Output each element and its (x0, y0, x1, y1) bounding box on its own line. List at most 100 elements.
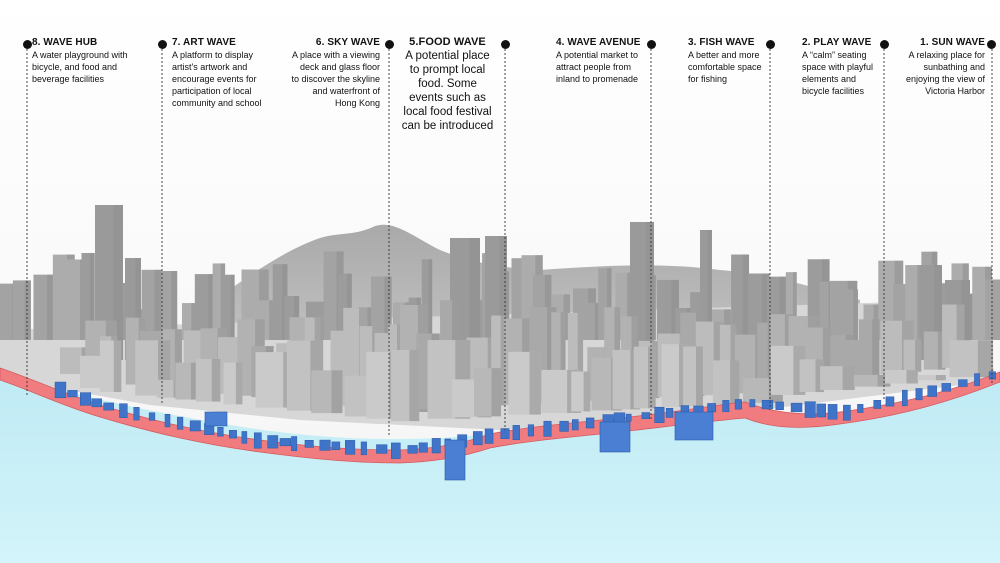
waterfront-structure (189, 420, 201, 432)
building (194, 274, 216, 340)
fish-wave-desc: A better and more comfortable space for … (688, 50, 762, 84)
building (949, 340, 994, 378)
waterfront-structure (775, 401, 784, 410)
sky-wave-label: 6. SKY WAVE A place with a viewing deck … (290, 36, 380, 109)
waterfront-structure (319, 439, 331, 451)
play-wave-title: 2. PLAY WAVE (802, 37, 872, 48)
building (844, 289, 858, 340)
fish-wave-label: 3. FISH WAVE A better and more comfortab… (688, 36, 768, 85)
food-wave-marker (501, 40, 510, 49)
sun-wave-label: 1. SUN WAVE A relaxing place for sunbath… (900, 36, 985, 97)
waterfront-structure (133, 407, 140, 421)
waterfront-structure (500, 428, 510, 440)
building (12, 280, 31, 340)
building (683, 346, 703, 406)
building (712, 360, 740, 405)
sun-wave-desc: A relaxing place for sunbathing and enjo… (905, 50, 985, 96)
art-wave-label: 7. ART WAVE A platform to display artist… (172, 36, 272, 109)
building (81, 253, 95, 340)
building (633, 346, 656, 409)
waterfront-structure (843, 404, 851, 421)
leader-lines (26, 45, 993, 435)
wave-hub-desc: A water playground with bicycle, and foo… (32, 50, 128, 84)
wave-avenue-label: 4. WAVE AVENUE A potential market to att… (556, 36, 646, 85)
waterfront-structure (585, 417, 595, 429)
waterfront-structure (80, 392, 92, 406)
building (587, 302, 599, 340)
waterfront-structure (164, 413, 171, 428)
pier-structure (599, 421, 631, 453)
building (175, 362, 200, 400)
building (885, 370, 919, 384)
waterfront-structures (54, 371, 996, 481)
fish-wave-marker (766, 40, 775, 49)
art-wave-desc: A platform to display artist's artwork a… (172, 50, 262, 108)
waterfront-structure (958, 379, 968, 387)
building (371, 276, 392, 340)
waterfront-structure (707, 403, 717, 413)
wave-hub-marker (23, 40, 32, 49)
waterfront-structure (974, 373, 980, 386)
waterfront-structure (217, 427, 224, 437)
waterfront-structure (418, 442, 428, 453)
wave-avenue-marker (647, 40, 656, 49)
building (903, 339, 922, 372)
waterfront-structure (103, 402, 114, 411)
waterfront-structure (816, 403, 826, 418)
play-wave-marker (880, 40, 889, 49)
building (195, 358, 221, 402)
waterfront-structure (641, 412, 650, 420)
building (223, 362, 243, 405)
building (853, 374, 891, 387)
waterfront-structure (749, 399, 756, 408)
waterfront-structure (693, 405, 704, 413)
waterfront-structure (291, 436, 298, 452)
waterfront-structure (761, 399, 774, 410)
pier-structure (204, 411, 228, 427)
building (731, 254, 750, 340)
waterfront-structure (304, 440, 314, 448)
waterfront-structure (253, 432, 262, 449)
building (421, 259, 433, 340)
waterfront-structure (241, 431, 248, 444)
pier-structure (674, 411, 714, 441)
waterfront-structure (472, 431, 483, 446)
building (858, 319, 880, 377)
waterfront-structure (279, 438, 292, 447)
building (923, 331, 946, 370)
waterfront-structure (391, 442, 401, 459)
waterfront-structure (331, 441, 341, 450)
building (33, 274, 55, 340)
waterfront-structure (407, 445, 418, 454)
sky-wave-title: 6. SKY WAVE (315, 37, 380, 48)
building (985, 279, 1000, 340)
building (141, 269, 162, 340)
waterfront-structure (873, 400, 882, 409)
buildings (0, 205, 1000, 422)
sky-wave-desc: A place with a viewing deck and glass fl… (291, 50, 380, 108)
waterfront-structure (119, 403, 128, 418)
waterfront-structure (857, 404, 864, 413)
building (657, 279, 679, 340)
sun-wave-marker (987, 40, 996, 49)
waterfront-structure (941, 383, 951, 392)
play-wave-desc: A “calm” seating space with playful elem… (802, 50, 874, 96)
building (99, 340, 122, 392)
waterfront-structure (827, 404, 838, 420)
waterfront-structure (543, 420, 552, 437)
waterfront-structure (176, 416, 184, 430)
waterfront-structure (915, 388, 923, 401)
waterfront-structure (512, 425, 520, 441)
building (474, 368, 501, 417)
building (223, 274, 235, 340)
waterfront-structure (484, 428, 494, 444)
waterfront-structure (804, 401, 816, 418)
waterfront-structure (376, 444, 388, 454)
waterfront-structure (267, 435, 279, 449)
building (917, 374, 946, 381)
building (571, 371, 591, 412)
waterfront-structure (734, 399, 742, 410)
play-wave-label: 2. PLAY WAVE A “calm” seating space with… (802, 36, 878, 97)
waterfront-structure (148, 412, 156, 421)
